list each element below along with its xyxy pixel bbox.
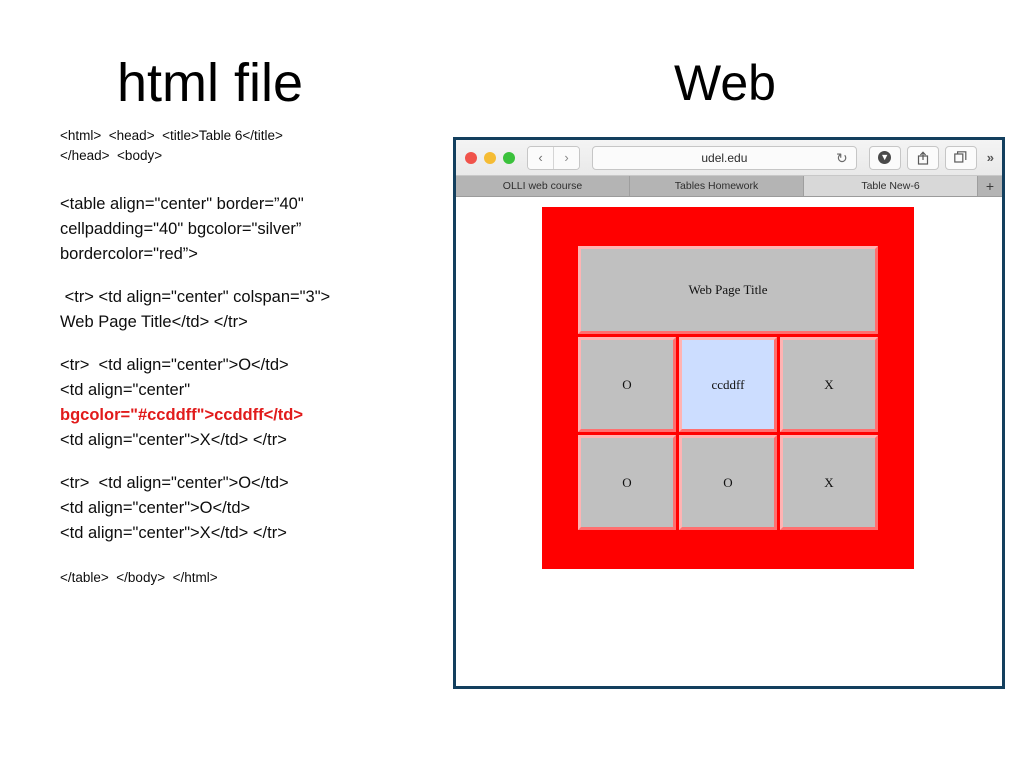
- code-block-doc-head: <html> <head> <title>Table 6</title> </he…: [60, 126, 440, 166]
- code-line: bgcolor="#ccddff">ccddff</td>: [60, 406, 304, 424]
- page-title-html-file: html file: [116, 53, 304, 113]
- share-icon: [917, 150, 928, 165]
- share-button[interactable]: [906, 145, 939, 170]
- toolbar-overflow-icon[interactable]: »: [986, 150, 994, 165]
- code-block-row-2: <tr> <td align="center">O</td> <td align=…: [60, 353, 440, 453]
- browser-tab[interactable]: OLLI web course: [456, 176, 630, 196]
- new-tab-button[interactable]: +: [978, 176, 1002, 196]
- code-block-doc-close: </table> </body> </html>: [60, 568, 440, 588]
- back-icon[interactable]: ‹: [528, 146, 553, 169]
- reload-icon[interactable]: ↻: [836, 149, 848, 166]
- window-controls[interactable]: [465, 151, 515, 164]
- code-line: <td align="center">X</td> </tr>: [60, 431, 287, 449]
- tab-overview-icon: [954, 151, 967, 163]
- page-title-web: Web: [674, 55, 776, 111]
- toolbar-buttons: ▼ »: [868, 145, 994, 170]
- code-line: <td align="center": [60, 381, 191, 399]
- tab-overview-button[interactable]: [944, 145, 977, 170]
- code-block-row-3: <tr> <td align="center">O</td> <td align=…: [60, 471, 440, 546]
- code-line: </table> </body> </html>: [60, 570, 218, 585]
- code-line: <table align="center" border=”40": [60, 195, 304, 213]
- code-line: <html> <head> <title>Table 6</title>: [60, 128, 283, 143]
- downloads-button[interactable]: ▼: [868, 145, 901, 170]
- navigation-buttons[interactable]: ‹ ›: [527, 145, 580, 170]
- html-source-pane: html file <html> <head> <title>Table 6</…: [0, 0, 450, 768]
- code-line: <tr> <td align="center" colspan="3">: [60, 288, 331, 306]
- code-line: Web Page Title</td> </tr>: [60, 313, 248, 331]
- code-line: <td align="center">X</td> </tr>: [60, 524, 287, 542]
- code-block-table-open: <table align="center" border=”40" cellpad…: [60, 192, 440, 267]
- code-block-row-1: <tr> <td align="center" colspan="3"> Web …: [60, 285, 440, 335]
- table-cell: X: [780, 337, 878, 432]
- code-line: <td align="center">O</td>: [60, 499, 251, 517]
- forward-icon[interactable]: ›: [553, 146, 579, 169]
- code-line: cellpadding="40" bgcolor="silver”: [60, 220, 302, 238]
- code-line: bordercolor="red”>: [60, 245, 198, 263]
- browser-window: ‹ › udel.edu ↻ ▼: [453, 137, 1005, 689]
- table-row: Web Page Title: [578, 246, 878, 334]
- table-cell: O: [679, 435, 777, 530]
- code-line: <tr> <td align="center">O</td>: [60, 356, 289, 374]
- download-arrow-icon: ▼: [878, 151, 892, 164]
- code-line: </head> <body>: [60, 148, 163, 163]
- close-window-icon[interactable]: [465, 151, 477, 164]
- minimize-window-icon[interactable]: [484, 151, 496, 164]
- code-line: <tr> <td align="center">O</td>: [60, 474, 289, 492]
- browser-tab[interactable]: Tables Homework: [630, 176, 804, 196]
- table-cell: O: [578, 435, 676, 530]
- table-cell: O: [578, 337, 676, 432]
- address-bar[interactable]: udel.edu ↻: [592, 145, 857, 170]
- browser-toolbar: ‹ › udel.edu ↻ ▼: [456, 140, 1002, 176]
- table-cell: Web Page Title: [578, 246, 878, 334]
- table-cell: X: [780, 435, 878, 530]
- browser-tab-active[interactable]: Table New-6: [804, 176, 978, 196]
- address-bar-value: udel.edu: [701, 150, 748, 165]
- table-cell-accent: ccddff: [679, 337, 777, 432]
- code-listing: <html> <head> <title>Table 6</title> </he…: [60, 126, 440, 604]
- zoom-window-icon[interactable]: [503, 151, 515, 164]
